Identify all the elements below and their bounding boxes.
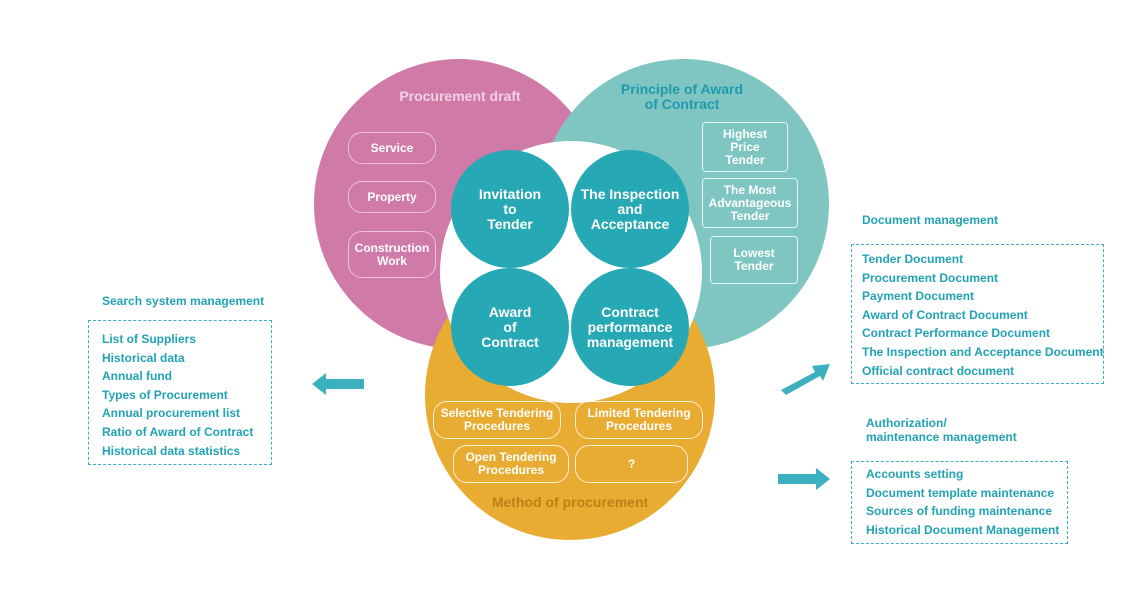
document-item[interactable]: Tender Document	[862, 252, 964, 266]
authorization-management-title: Authorization/ maintenance management	[866, 416, 1017, 444]
search-item[interactable]: Historical data	[102, 350, 185, 365]
property-item[interactable]: Property	[348, 181, 436, 213]
open-tendering-item[interactable]: Open Tendering Procedures	[453, 445, 569, 483]
authorization-title-line1: Authorization/	[866, 416, 947, 430]
authorization-item[interactable]: Accounts setting	[866, 467, 964, 481]
most-advantageous-tender-item[interactable]: The Most Advantageous Tender	[702, 178, 798, 228]
search-item[interactable]: List of Suppliers	[102, 332, 197, 346]
arrow-right-icon	[778, 468, 830, 490]
procurement-method-title: Method of procurement	[491, 494, 649, 510]
search-item[interactable]: Ratio of Award of Contract	[102, 424, 254, 439]
arrow-left-icon	[312, 373, 364, 395]
search-item[interactable]: Historical data statistics	[102, 443, 241, 458]
selective-tendering-item[interactable]: Selective Tendering Procedures	[433, 401, 561, 439]
award-principle-title: Principle of Award of Contract	[620, 81, 744, 112]
search-item[interactable]: Annual procurement list	[102, 406, 241, 421]
invitation-to-tender-circle[interactable]: Invitation to Tender	[451, 150, 569, 268]
lowest-tender-item[interactable]: Lowest Tender	[710, 236, 798, 284]
document-item[interactable]: Procurement Document	[862, 270, 999, 285]
procurement-draft-title: Procurement draft	[399, 88, 521, 104]
arrow-up-right-icon	[781, 364, 830, 395]
inspection-acceptance-circle[interactable]: The Inspection and Acceptance	[571, 150, 689, 268]
service-item[interactable]: Service	[348, 132, 436, 164]
contract-performance-circle[interactable]: Contract performance management	[571, 268, 689, 386]
document-item[interactable]: The Inspection and Acceptance Document	[862, 344, 1104, 359]
document-item[interactable]: Award of Contract Document	[862, 307, 1028, 322]
award-of-contract-circle[interactable]: Award of Contract	[451, 268, 569, 386]
document-management-title: Document management	[862, 213, 999, 227]
search-management-title: Search system management	[102, 294, 265, 308]
document-item[interactable]: Official contract document	[862, 363, 1015, 378]
authorization-management-box: Accounts setting Document template maint…	[851, 461, 1068, 544]
search-management-box: List of Suppliers Historical data Annual…	[88, 320, 272, 465]
search-item[interactable]: Annual fund	[102, 369, 172, 384]
document-management-box: Tender Document Procurement Document Pay…	[851, 244, 1104, 384]
document-item[interactable]: Payment Document	[862, 289, 975, 304]
authorization-item[interactable]: Historical Document Management	[866, 522, 1060, 537]
highest-price-tender-item[interactable]: Highest Price Tender	[702, 122, 788, 172]
authorization-item[interactable]: Document template maintenance	[866, 485, 1055, 500]
limited-tendering-item[interactable]: Limited Tendering Procedures	[575, 401, 703, 439]
search-item[interactable]: Types of Procurement	[102, 387, 228, 402]
construction-work-item[interactable]: Construction Work	[348, 231, 436, 278]
document-item[interactable]: Contract Performance Document	[862, 326, 1051, 341]
authorization-item[interactable]: Sources of funding maintenance	[866, 504, 1053, 519]
unknown-method-item[interactable]: ?	[575, 445, 688, 483]
authorization-title-line2: maintenance management	[866, 430, 1017, 444]
